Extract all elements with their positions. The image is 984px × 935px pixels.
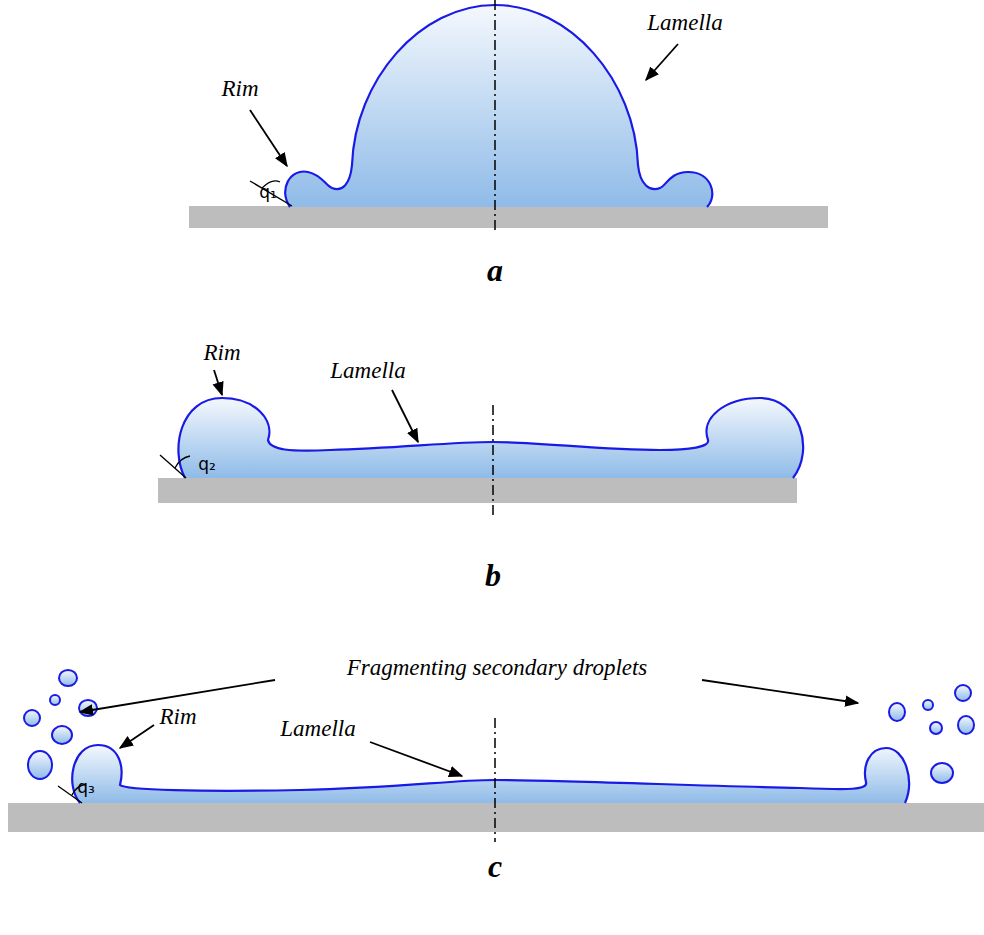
angle-label: q₃ <box>77 779 95 796</box>
panel-label: a <box>487 254 503 286</box>
part-label: Rim <box>203 341 240 364</box>
panel-label: c <box>488 850 502 882</box>
part-label: Lamella <box>647 11 722 34</box>
angle-label: q₂ <box>198 456 216 473</box>
part-label: Rim <box>221 77 258 100</box>
part-label: Fragmenting secondary droplets <box>347 656 648 679</box>
part-label: Rim <box>159 705 196 728</box>
part-label: Lamella <box>280 717 355 740</box>
angle-label: q₁ <box>259 184 277 201</box>
part-label: Lamella <box>330 359 405 382</box>
panel-label: b <box>485 559 501 591</box>
